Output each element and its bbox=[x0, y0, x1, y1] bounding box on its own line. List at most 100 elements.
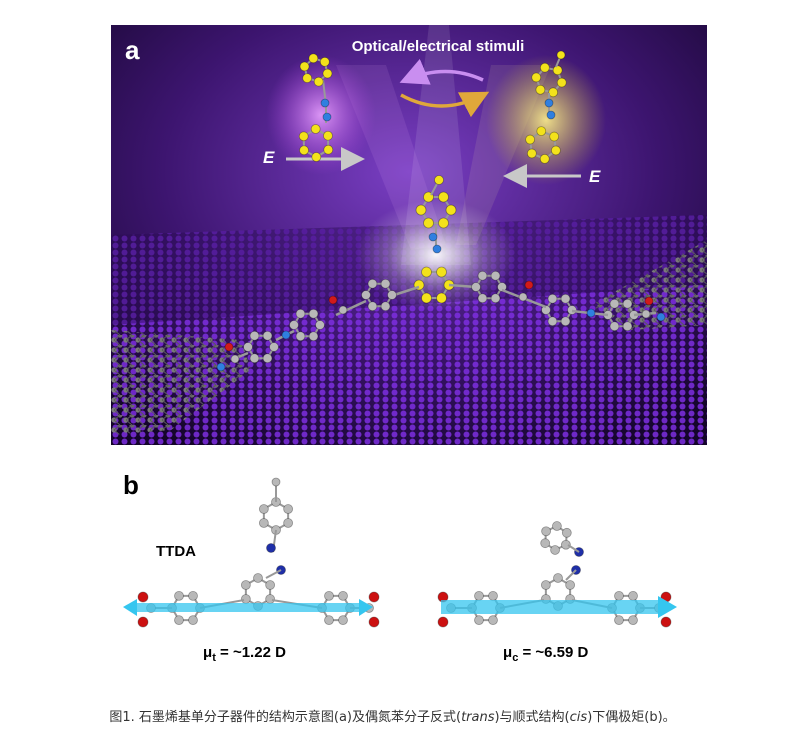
bond bbox=[265, 569, 282, 579]
bond bbox=[393, 285, 420, 297]
atom bbox=[471, 282, 481, 292]
atom bbox=[622, 321, 633, 332]
dipole-head-trans-left bbox=[123, 599, 137, 616]
panel-b-illustration: b TTDA μt = ~1.22 D μc = ~6.59 D bbox=[123, 470, 677, 664]
atom bbox=[380, 278, 391, 289]
atom bbox=[243, 342, 253, 352]
atom bbox=[367, 301, 378, 312]
atom bbox=[338, 590, 348, 601]
atom bbox=[368, 616, 380, 628]
atom bbox=[547, 316, 558, 327]
atom bbox=[644, 296, 654, 306]
atom bbox=[436, 292, 447, 304]
atom bbox=[323, 144, 334, 155]
atom bbox=[565, 580, 576, 590]
atom bbox=[258, 504, 269, 514]
bond bbox=[448, 283, 477, 289]
bond bbox=[567, 544, 580, 553]
atom bbox=[474, 615, 484, 626]
atom bbox=[541, 305, 551, 315]
atom bbox=[265, 580, 276, 590]
atom bbox=[367, 278, 378, 289]
atom bbox=[253, 573, 263, 583]
atom bbox=[310, 124, 321, 134]
atom bbox=[474, 590, 484, 601]
atom bbox=[609, 321, 620, 332]
atom bbox=[437, 616, 449, 628]
atom bbox=[324, 590, 334, 601]
atom bbox=[488, 615, 498, 626]
atom bbox=[550, 545, 560, 555]
atom bbox=[540, 538, 551, 549]
atom bbox=[240, 580, 251, 590]
atom bbox=[188, 590, 198, 601]
atom bbox=[322, 112, 332, 122]
atom bbox=[552, 521, 562, 531]
atom bbox=[436, 266, 447, 278]
caption-cis-word: cis bbox=[569, 710, 588, 725]
atom bbox=[561, 527, 572, 538]
atom bbox=[477, 270, 488, 281]
atom bbox=[421, 292, 432, 304]
atom bbox=[224, 342, 234, 352]
atom bbox=[324, 615, 334, 626]
atom bbox=[438, 191, 449, 203]
atom bbox=[269, 342, 279, 352]
atom bbox=[249, 330, 260, 341]
atom bbox=[432, 244, 442, 254]
atom bbox=[660, 616, 672, 628]
atom bbox=[174, 615, 184, 626]
atom bbox=[628, 615, 638, 626]
atom bbox=[614, 615, 624, 626]
bond bbox=[565, 569, 577, 581]
graphene-electrode-left bbox=[111, 330, 251, 435]
molecule-layer-a bbox=[216, 50, 666, 372]
atom bbox=[518, 292, 528, 302]
atom bbox=[387, 290, 397, 300]
atom bbox=[547, 293, 558, 304]
atom bbox=[415, 204, 427, 216]
atom bbox=[488, 590, 498, 601]
atom bbox=[553, 573, 563, 583]
atom bbox=[137, 591, 149, 603]
atom bbox=[295, 308, 306, 319]
atom bbox=[550, 145, 561, 156]
switch-arrow-bottom bbox=[400, 91, 490, 118]
atom bbox=[609, 298, 620, 309]
atom bbox=[265, 594, 276, 604]
field-label-left: E bbox=[263, 148, 275, 167]
atom bbox=[560, 293, 571, 304]
dipole-label-trans: μt = ~1.22 D bbox=[203, 644, 286, 664]
atom bbox=[188, 615, 198, 626]
atom bbox=[546, 110, 556, 120]
atom bbox=[567, 305, 577, 315]
atom bbox=[315, 320, 325, 330]
graphene-electrode-right bbox=[591, 240, 707, 330]
atom bbox=[283, 518, 294, 528]
atom bbox=[262, 353, 273, 364]
atom bbox=[614, 590, 624, 601]
field-label-right: E bbox=[589, 167, 601, 186]
atom bbox=[271, 477, 281, 487]
atom bbox=[320, 98, 330, 108]
atom bbox=[421, 266, 432, 278]
atom bbox=[308, 331, 319, 342]
atom bbox=[216, 362, 226, 372]
atom bbox=[423, 217, 434, 229]
dipole-head-trans-right bbox=[359, 599, 373, 616]
atom bbox=[281, 330, 291, 340]
atom bbox=[628, 590, 638, 601]
switch-arrow-top bbox=[399, 58, 484, 85]
atom bbox=[428, 232, 438, 242]
atom bbox=[299, 145, 309, 156]
atom bbox=[526, 148, 537, 159]
atom bbox=[477, 293, 488, 304]
atom bbox=[556, 77, 567, 88]
atom bbox=[302, 73, 313, 84]
atom bbox=[524, 280, 534, 290]
atom bbox=[445, 204, 457, 216]
panel-a-illustration: a Optical/electrical stimuli E E bbox=[111, 25, 707, 445]
atom bbox=[544, 98, 554, 108]
figure-caption: 图1. 石墨烯基单分子器件的结构示意图(a)及偶氮苯分子反式(trans)与顺式… bbox=[109, 710, 676, 725]
atom bbox=[338, 305, 348, 315]
